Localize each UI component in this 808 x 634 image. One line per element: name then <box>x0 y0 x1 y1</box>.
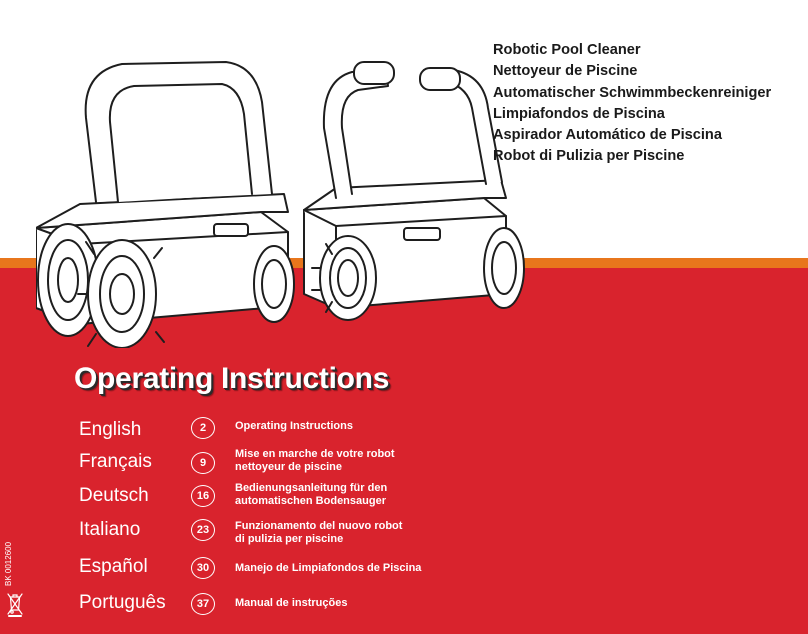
language-section-title: Operating Instructions <box>235 420 353 432</box>
page-number-badge: 16 <box>191 485 215 507</box>
operating-instructions-heading: Operating Instructions <box>74 362 390 395</box>
toc-row-italian: Italiano 23 Funzionamento del nuovo robo… <box>0 517 808 551</box>
language-section-title: Funzionamento del nuovo robot di pulizia… <box>235 520 403 545</box>
page-number-badge: 23 <box>191 519 215 541</box>
catalog-code: BK 0012600 <box>4 541 13 586</box>
language-section-title: Mise en marche de votre robot nettoyeur … <box>235 448 395 473</box>
language-section-title: Manual de instruções <box>235 597 348 609</box>
product-title-es: Limpiafondos de Piscina <box>493 105 665 122</box>
language-name: Italiano <box>79 519 141 540</box>
toc-row-german: Deutsch 16 Bedienungsanleitung für den a… <box>0 482 808 516</box>
product-title-pt: Aspirador Automático de Piscina <box>493 127 722 144</box>
language-name: Português <box>79 592 166 613</box>
product-title-de: Automatischer Schwimmbeckenreiniger <box>493 84 772 101</box>
toc-row-english: English 2 Operating Instructions <box>0 415 808 449</box>
toc-row-portuguese: Português 37 Manual de instruções <box>0 589 808 623</box>
language-name: Español <box>79 556 148 577</box>
page-number-badge: 9 <box>191 452 215 474</box>
language-name: Deutsch <box>79 485 149 506</box>
product-title-en: Robotic Pool Cleaner <box>493 42 641 58</box>
page-number-badge: 30 <box>191 557 215 579</box>
product-title-list: Robotic Pool Cleaner Nettoyeur de Piscin… <box>493 40 771 168</box>
page-number-badge: 2 <box>191 417 215 439</box>
crossed-out-wheelie-bin-icon <box>7 593 23 617</box>
language-name: English <box>79 419 142 440</box>
page-number-badge: 37 <box>191 593 215 615</box>
front-robot <box>36 61 295 348</box>
toc-row-french: Français 9 Mise en marche de votre robot… <box>0 448 808 482</box>
language-section-title: Manejo de Limpiafondos de Piscina <box>235 562 422 574</box>
language-section-title: Bedienungsanleitung für den automatische… <box>235 482 388 507</box>
toc-row-spanish: Español 30 Manejo de Limpiafondos de Pis… <box>0 554 808 588</box>
product-title-fr: Nettoyeur de Piscine <box>493 63 638 80</box>
language-name: Français <box>79 451 152 472</box>
rear-robot <box>303 61 525 321</box>
robotic-pool-cleaner-illustration <box>36 61 525 348</box>
product-title-it: Robot di Pulizia per Piscine <box>493 148 685 165</box>
